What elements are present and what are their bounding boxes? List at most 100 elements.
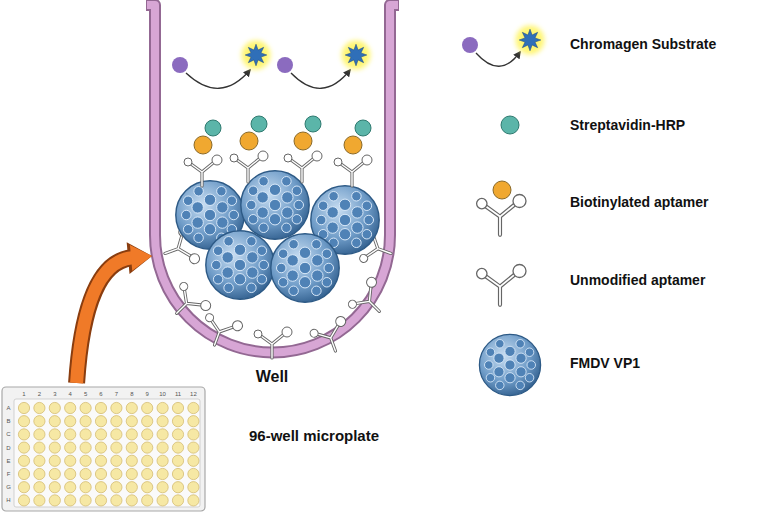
- plate-well: [126, 495, 137, 506]
- plate-well: [157, 416, 168, 427]
- row-letter: C: [6, 431, 10, 437]
- substrate-reactions: [172, 41, 370, 89]
- plate-well: [172, 468, 183, 479]
- streptavidin-dot: [205, 120, 221, 136]
- plate-well: [65, 429, 76, 440]
- plate-well: [111, 442, 122, 453]
- plate-well: [172, 482, 183, 493]
- aptamer-symbol: [334, 155, 372, 186]
- plate-well: [18, 416, 29, 427]
- plate-well: [18, 429, 29, 440]
- plate-well: [65, 442, 76, 453]
- legend-text: Unmodified aptamer: [570, 273, 705, 288]
- biotin-dot: [240, 132, 258, 150]
- plate-well: [157, 495, 168, 506]
- aptamer-symbol: [477, 265, 526, 305]
- row-letter: G: [6, 484, 11, 490]
- plate-well: [49, 495, 60, 506]
- plate-well: [49, 429, 60, 440]
- column-number: 12: [190, 391, 197, 397]
- arrow-outline: [77, 258, 132, 383]
- plate-well: [95, 482, 106, 493]
- plate-well: [126, 482, 137, 493]
- plate-well: [111, 455, 122, 466]
- virion-symbol: [271, 234, 339, 302]
- plate-well: [49, 442, 60, 453]
- virion-symbol: [479, 334, 540, 395]
- plate-well: [188, 482, 199, 493]
- plate-well: [80, 416, 91, 427]
- aptamer-symbol: [184, 155, 222, 186]
- well-node: Well: [140, 0, 405, 400]
- plate-well: [126, 468, 137, 479]
- streptavidin-dot: [251, 116, 267, 132]
- plate-well: [142, 442, 153, 453]
- aptamer-symbol: [254, 327, 292, 358]
- plate-well: [95, 416, 106, 427]
- plate-well: [111, 468, 122, 479]
- plate-well: [111, 495, 122, 506]
- plate-well: [80, 442, 91, 453]
- plate-well: [95, 455, 106, 466]
- plate-well: [95, 442, 106, 453]
- plate-well: [172, 455, 183, 466]
- plate-well: [34, 468, 45, 479]
- plate-well: [95, 429, 106, 440]
- plate-well: [49, 416, 60, 427]
- aptamer-symbol: [198, 310, 244, 352]
- plate-well: [18, 482, 29, 493]
- aptamer-symbol: [164, 279, 213, 328]
- plate-well: [49, 402, 60, 413]
- reaction-arrow: [476, 52, 520, 66]
- legend-text: Biotinylated aptamer: [570, 195, 708, 210]
- fmdv-particles: [176, 171, 379, 302]
- plate-well: [142, 402, 153, 413]
- column-number: 10: [159, 391, 166, 397]
- column-number: 4: [69, 391, 72, 397]
- virion-symbol: [206, 231, 274, 299]
- arrow-head: [130, 245, 152, 271]
- biotin-dot: [493, 181, 511, 199]
- column-number: 5: [84, 391, 87, 397]
- aptamer-symbol: [284, 151, 322, 182]
- arrow-head-outline: [127, 242, 152, 274]
- reaction-arrow: [186, 70, 250, 88]
- plate-well: [157, 442, 168, 453]
- plate-well: [80, 402, 91, 413]
- plate-well: [34, 402, 45, 413]
- column-number: 3: [53, 391, 56, 397]
- legend-text: Streptavidin-HRP: [570, 118, 685, 133]
- column-number: 6: [99, 391, 102, 397]
- plate-well: [126, 442, 137, 453]
- aptamer-symbol: [230, 151, 268, 182]
- plate-well: [126, 429, 137, 440]
- plate-label: 96-well microplate: [249, 428, 379, 445]
- column-number: 2: [38, 391, 41, 397]
- row-letter: A: [6, 405, 10, 411]
- plate-well: [65, 402, 76, 413]
- substrate-dot: [172, 57, 188, 73]
- plate-illustration: [0, 385, 207, 513]
- plate-well: [80, 495, 91, 506]
- legend-text: FMDV VP1: [570, 356, 640, 371]
- plate-well: [126, 416, 137, 427]
- plate-well: [172, 416, 183, 427]
- plate-well: [188, 468, 199, 479]
- plate-well: [172, 495, 183, 506]
- plate-well: [49, 482, 60, 493]
- plate-well: [142, 429, 153, 440]
- plate-well: [95, 495, 106, 506]
- plate-well: [80, 455, 91, 466]
- biotin-dot: [294, 132, 312, 150]
- plate-well: [188, 495, 199, 506]
- plate-well: [157, 402, 168, 413]
- plate-well: [142, 468, 153, 479]
- plate-well: [172, 429, 183, 440]
- plate-well: [65, 416, 76, 427]
- plate-well: [34, 416, 45, 427]
- detection-aptamers: [184, 116, 372, 186]
- plate-well: [172, 402, 183, 413]
- plate-well: [18, 442, 29, 453]
- column-number: 7: [115, 391, 118, 397]
